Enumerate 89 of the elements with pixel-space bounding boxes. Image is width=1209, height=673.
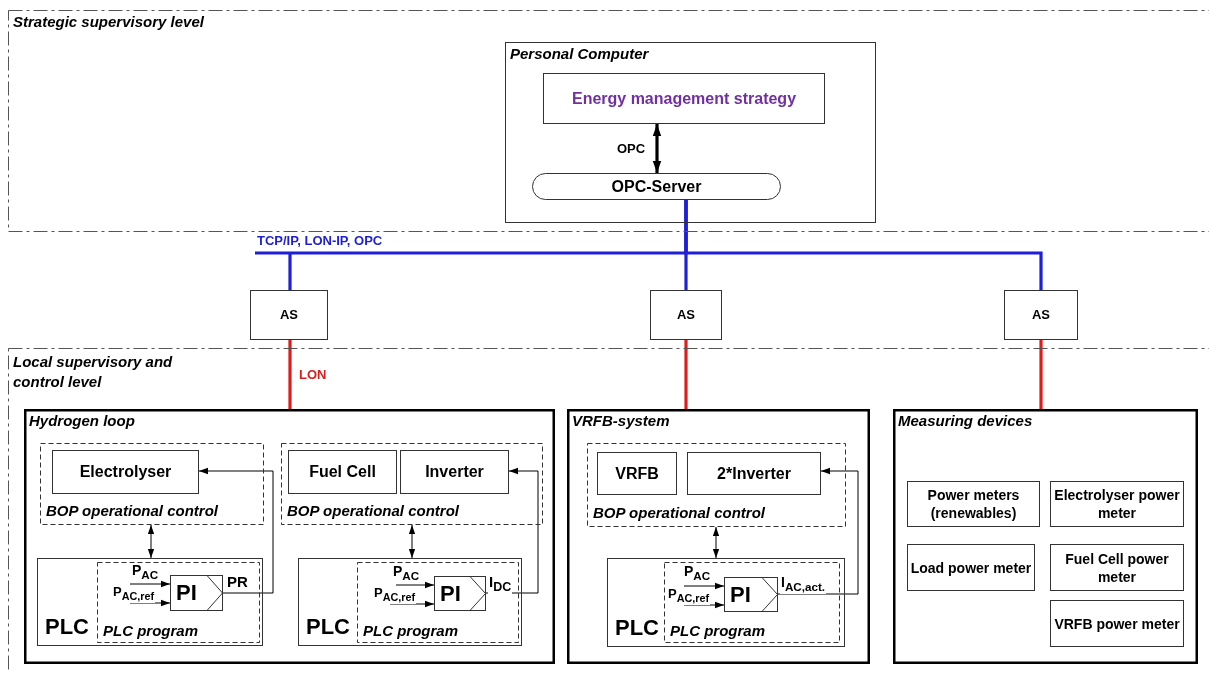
node-label: AS	[278, 307, 300, 323]
node-label: PLC	[45, 613, 89, 640]
input-arrow	[389, 600, 435, 608]
double-arrow	[652, 124, 662, 173]
signal-arrow	[777, 467, 859, 595]
input-arrow	[129, 580, 171, 588]
group-title: Personal Computer	[510, 45, 649, 63]
control-group	[281, 443, 543, 525]
edge-label: P$_{AC,ref}$	[667, 587, 711, 605]
device-box	[597, 452, 677, 495]
server-pill	[532, 173, 781, 200]
node-label: Electrolyser power meter	[1053, 485, 1181, 523]
node-label: PLC	[615, 614, 659, 641]
input-arrow	[395, 581, 435, 589]
edge-label: P$_{AC,ref}$	[112, 585, 156, 603]
edge-label: I$_{AC,act.}$	[780, 575, 827, 594]
input-arrow	[129, 599, 171, 607]
node-label: PI	[176, 579, 197, 607]
group-title: Local supervisory and control level	[13, 352, 174, 393]
controller-block	[724, 577, 778, 612]
group-caption: BOP operational control	[46, 502, 218, 520]
plc-box	[298, 558, 522, 646]
edge-label: P$_{AC}$	[683, 564, 712, 583]
group-caption: BOP operational control	[593, 504, 765, 522]
bus-line	[684, 200, 1043, 290]
meter-box	[907, 481, 1040, 527]
node-label: VRFB power meter	[1053, 614, 1181, 633]
software-box	[543, 73, 825, 124]
meter-box	[1050, 544, 1184, 591]
gateway-box	[650, 290, 722, 340]
control-group	[587, 443, 846, 527]
program-group	[357, 562, 519, 643]
group-caption: PLC program	[670, 622, 765, 640]
link-line	[288, 340, 292, 409]
meter-box	[1050, 600, 1184, 647]
edge-label: I$_{DC}$	[488, 574, 513, 595]
computer-box	[505, 42, 876, 223]
system-panel	[24, 409, 555, 664]
gateway-box	[250, 290, 328, 340]
program-group	[97, 562, 260, 643]
plc-box	[37, 558, 263, 646]
edge-label: TCP/IP, LON-IP, OPC	[256, 234, 384, 249]
group-title: Measuring devices	[898, 412, 1033, 430]
controller-block	[434, 576, 486, 611]
group-caption: BOP operational control	[287, 502, 459, 520]
node-label: VRFB	[614, 463, 660, 484]
node-label: Fuel Cell power meter	[1064, 549, 1170, 586]
double-arrow	[408, 524, 416, 559]
node-label: Fuel Cell	[308, 462, 377, 482]
group-title: Strategic supervisory level	[13, 13, 204, 31]
controller-block	[170, 575, 223, 611]
device-box	[687, 452, 821, 495]
edge-label: P$_{AC}$	[131, 563, 160, 582]
input-arrow	[683, 601, 725, 609]
group-title: Hydrogen loop	[29, 412, 135, 430]
node-label: AS	[675, 307, 697, 323]
node-label: 2*Inverter	[716, 463, 792, 484]
program-group	[664, 562, 840, 643]
signal-arrow	[485, 467, 539, 594]
node-label: Power meters (renewables)	[926, 485, 1021, 523]
double-arrow	[147, 524, 155, 559]
signal-arrow	[198, 467, 274, 594]
device-box	[400, 450, 509, 494]
node-label: Energy management strategy	[570, 88, 798, 109]
link-line	[1039, 340, 1043, 409]
node-label: PI	[730, 581, 751, 608]
group-caption: PLC program	[363, 622, 458, 640]
group-title: VRFB-system	[572, 412, 670, 430]
edge-label: P$_{AC}$	[392, 564, 421, 583]
device-box	[288, 450, 397, 494]
system-panel	[893, 409, 1198, 664]
node-label: Inverter	[424, 462, 485, 482]
meter-box	[907, 544, 1035, 591]
plc-box	[607, 558, 845, 647]
edge-label: P$_{AC,ref}$	[373, 586, 417, 604]
double-arrow	[712, 526, 720, 559]
node-label: PI	[440, 580, 461, 607]
link-line	[684, 340, 688, 409]
system-panel	[567, 409, 870, 664]
gateway-box	[1004, 290, 1078, 340]
node-label: Electrolyser	[78, 462, 173, 482]
device-box	[52, 450, 199, 494]
node-label: AS	[1030, 307, 1052, 323]
control-group	[40, 443, 264, 525]
group-caption: PLC program	[103, 622, 198, 640]
node-label: Load power meter	[909, 558, 1033, 577]
input-arrow	[683, 582, 725, 590]
node-label: OPC-Server	[610, 176, 703, 197]
node-label: PLC	[306, 613, 350, 640]
